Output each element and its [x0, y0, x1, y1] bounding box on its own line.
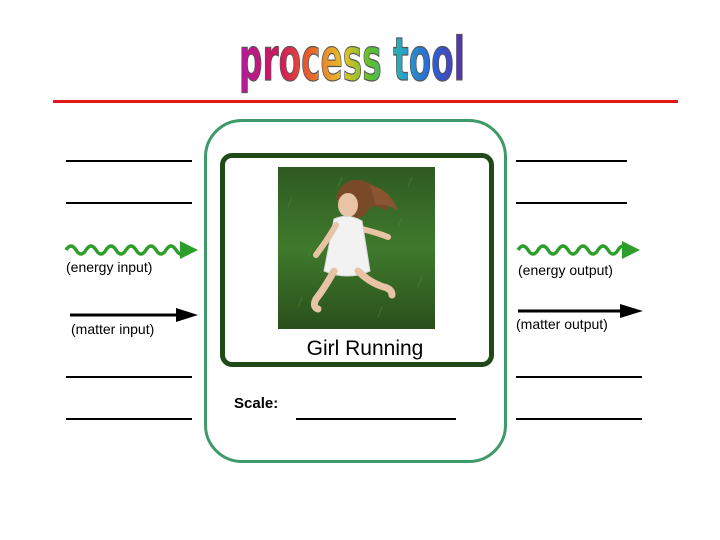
- title-heading: process tool: [238, 24, 465, 95]
- matter-input-label: (matter input): [71, 321, 155, 337]
- matter-input-arrow: [70, 308, 198, 322]
- input-blank-line-3: [66, 376, 192, 378]
- input-blank-line-1: [66, 160, 192, 162]
- title-text: process tool: [239, 25, 465, 95]
- input-blank-line-2: [66, 202, 192, 204]
- matter-output-label: (matter output): [516, 316, 608, 332]
- output-blank-line-1: [516, 160, 627, 162]
- energy-output-label: (energy output): [518, 262, 613, 278]
- title-divider: [53, 100, 678, 103]
- scale-blank-line: [296, 418, 456, 420]
- output-blank-line-4: [516, 418, 642, 420]
- process-outer-box: [204, 119, 507, 463]
- process-label: Girl Running: [306, 337, 424, 360]
- process-inner-box: [220, 153, 494, 367]
- input-blank-line-4: [66, 418, 192, 420]
- output-blank-line-3: [516, 376, 642, 378]
- matter-output-arrow: [518, 304, 643, 318]
- process-photo: [278, 167, 435, 329]
- energy-output-arrow: [516, 241, 640, 259]
- output-blank-line-2: [516, 202, 627, 204]
- scale-label: Scale:: [234, 395, 279, 412]
- energy-input-label: (energy input): [66, 259, 153, 275]
- energy-input-arrow: [64, 241, 198, 259]
